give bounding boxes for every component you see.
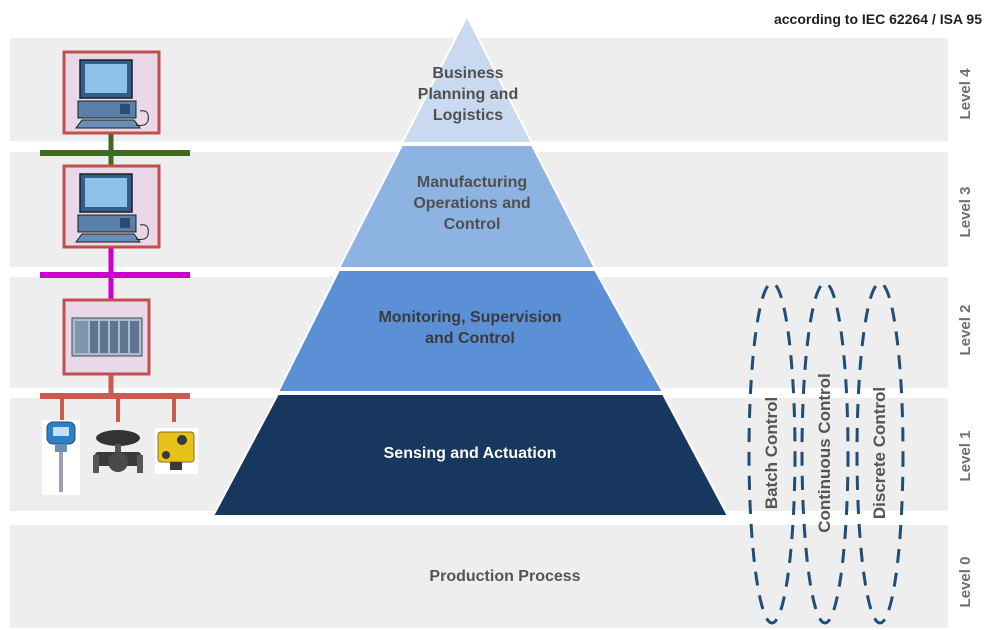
pyramid-tier-4: [400, 13, 534, 144]
continuous-control-label: Continuous Control: [815, 373, 834, 533]
continuous-control-oval: [800, 281, 850, 625]
transmitter-icon: [42, 420, 80, 495]
plc-rack-icon: [62, 298, 151, 376]
standard-reference: according to IEC 62264 / ISA 95: [773, 11, 982, 27]
discrete-control-oval: [855, 281, 905, 625]
limit-switch-icon: [155, 428, 198, 474]
production-process-label: Production Process: [429, 568, 581, 585]
level-1-label: Level 1: [956, 430, 974, 482]
discrete-control-label: Discrete Control: [870, 386, 889, 520]
batch-control-label: Batch Control: [762, 396, 781, 510]
level-4-label: Level 4: [956, 68, 974, 120]
pyramid-label-level3: Manufacturing Operations and Control: [413, 174, 531, 233]
mes-computer-icon: [62, 164, 161, 249]
pyramid-label-level4: Business Planning and Logistics: [417, 65, 519, 124]
level-3-label: Level 3: [956, 186, 974, 238]
pyramid-label-level1: Sensing and Actuation: [383, 445, 557, 462]
batch-control-oval: [747, 281, 797, 625]
level-2-label: Level 2: [956, 304, 974, 356]
level-0-label: Level 0: [956, 556, 974, 608]
pyramid-label-level2: Monitoring, Supervision and Control: [378, 309, 562, 347]
erp-computer-icon: [62, 50, 161, 135]
pyramid-tier-1: [211, 393, 730, 517]
pyramid-tier-3: [337, 144, 597, 269]
control-valve-icon: [93, 430, 143, 473]
pyramid-tier-2: [276, 269, 665, 393]
level-band-0: [10, 525, 948, 628]
